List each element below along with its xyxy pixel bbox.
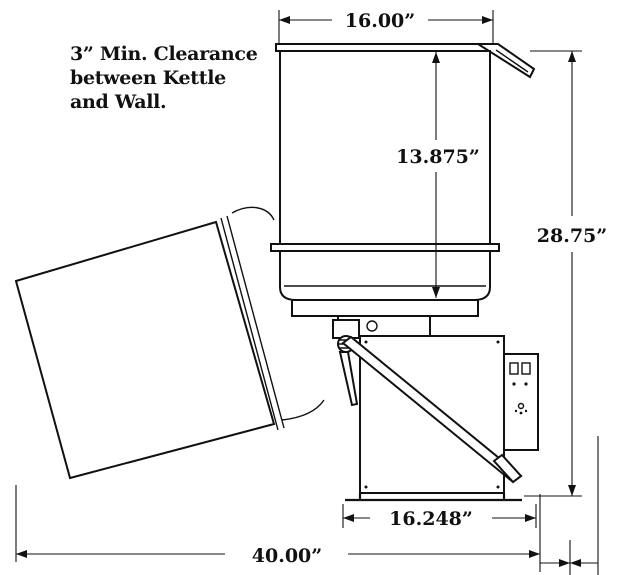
dimension-overall-height-label: 28.75” <box>537 225 607 247</box>
clearance-note-line-2: between Kettle <box>70 67 226 89</box>
cabinet <box>341 335 539 502</box>
lid-handle <box>474 43 536 79</box>
kettle-bowl <box>279 250 491 301</box>
kettle-body <box>279 50 491 245</box>
support-bracket <box>338 351 359 407</box>
tilted-kettle <box>14 206 325 480</box>
tilted-kettle-band-inner <box>220 217 279 431</box>
clearance-note: 3” Min. Clearance between Kettle and Wal… <box>70 42 270 114</box>
control-dot <box>524 409 528 413</box>
cabinet-screw <box>496 340 500 344</box>
clearance-note-line-3: and Wall. <box>70 91 167 113</box>
lid-handle-edge <box>495 49 529 73</box>
dimension-kettle-width-label: 16.00” <box>345 10 415 32</box>
kettle-band <box>270 243 500 252</box>
tilted-kettle-rim-bottom <box>281 399 325 421</box>
tilted-kettle-body <box>14 220 276 480</box>
indicator-left <box>509 362 519 375</box>
dimension-overall-length: 40.00” <box>15 485 541 572</box>
dimension-kettle-width: 16.00” <box>278 10 494 43</box>
dimension-cabinet-width-label: 16.248” <box>389 508 473 530</box>
tilted-kettle-rim-top <box>231 206 275 221</box>
dimension-kettle-depth: 13.875” <box>396 52 480 298</box>
clearance-note-line-1: 3” Min. Clearance <box>70 43 258 65</box>
drive-bolt <box>366 320 378 332</box>
control-dot <box>524 382 528 386</box>
control-dot <box>514 409 518 413</box>
tilted-kettle-band <box>226 215 285 429</box>
dimension-kettle-depth-label: 13.875” <box>396 146 480 168</box>
control-knob <box>517 402 525 410</box>
cabinet-screw <box>364 485 368 489</box>
cabinet-screw <box>496 485 500 489</box>
control-dot <box>519 411 523 415</box>
wall-clearance-marker <box>540 436 599 575</box>
kettle-lid <box>275 43 495 52</box>
lever-grip <box>492 453 523 484</box>
kettle-base <box>291 299 479 317</box>
dimension-overall-height: 28.75” <box>524 50 607 497</box>
upright-kettle <box>270 43 536 317</box>
dimension-cabinet-width: 16.248” <box>342 504 537 530</box>
control-box <box>503 353 539 451</box>
control-dot <box>512 382 516 386</box>
indicator-right <box>521 362 531 375</box>
cabinet-screw <box>364 340 368 344</box>
dimension-overall-length-label: 40.00” <box>252 545 322 567</box>
